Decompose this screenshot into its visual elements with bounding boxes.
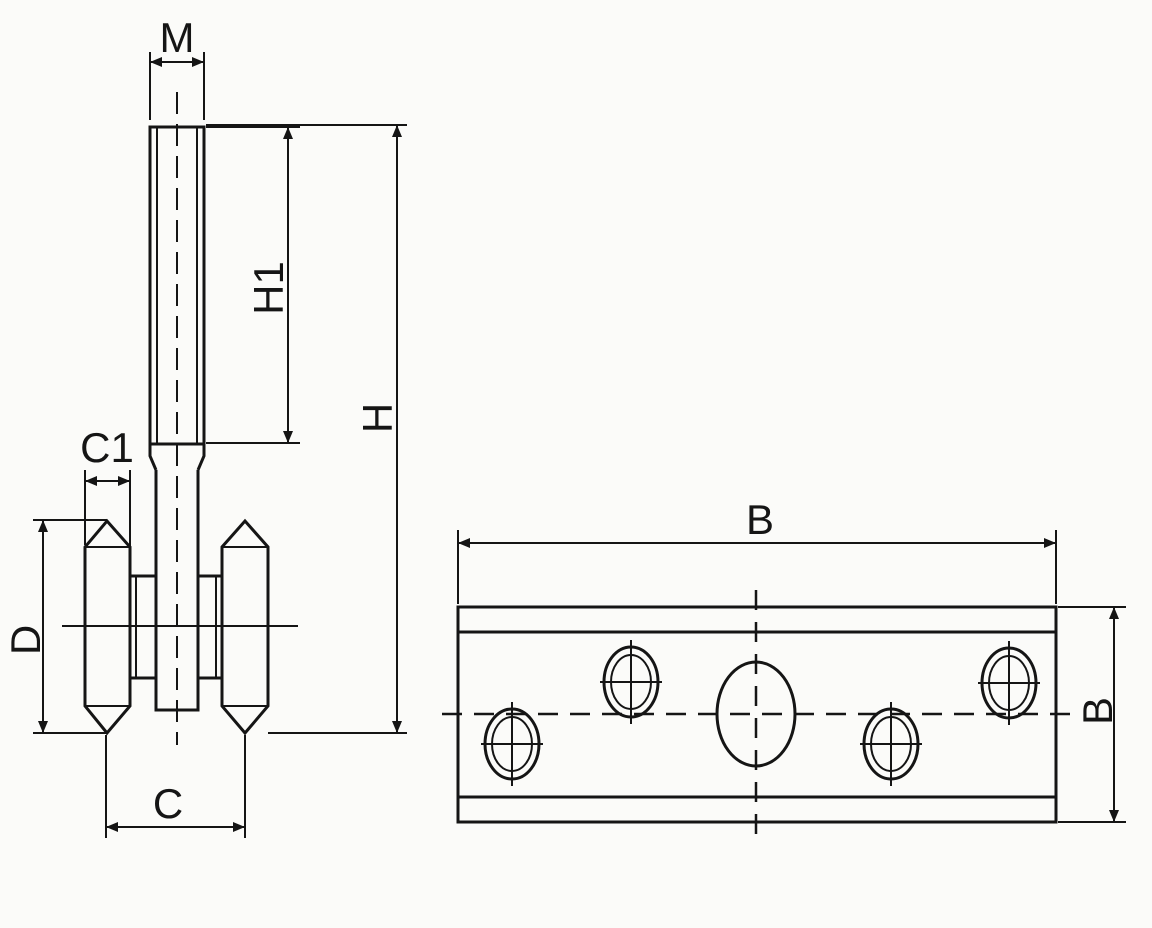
mounting-hole-4 xyxy=(978,641,1040,725)
label-B-top: B xyxy=(746,496,774,543)
mounting-hole-2 xyxy=(481,702,543,786)
stud-neck xyxy=(148,444,206,471)
label-B-side: B xyxy=(1074,697,1121,725)
mounting-plate xyxy=(442,590,1072,840)
mounting-hole-3 xyxy=(860,702,922,786)
dimension-H1: H1 xyxy=(206,126,300,444)
dimension-C1: C1 xyxy=(80,424,134,574)
label-H1: H1 xyxy=(245,261,292,315)
dimension-D: D xyxy=(2,519,107,734)
label-M: M xyxy=(160,14,195,61)
dimension-B-side: B xyxy=(1058,606,1126,823)
dimension-H: H xyxy=(206,124,407,734)
label-C1: C1 xyxy=(80,424,134,471)
dimension-B-top: B xyxy=(457,496,1057,604)
dimension-C: C xyxy=(105,735,246,838)
label-H: H xyxy=(354,403,401,433)
label-D: D xyxy=(2,625,49,655)
wheel-side-view xyxy=(62,92,298,745)
label-C: C xyxy=(153,780,183,827)
mounting-hole-1 xyxy=(600,640,662,724)
dimension-M: M xyxy=(149,14,205,120)
